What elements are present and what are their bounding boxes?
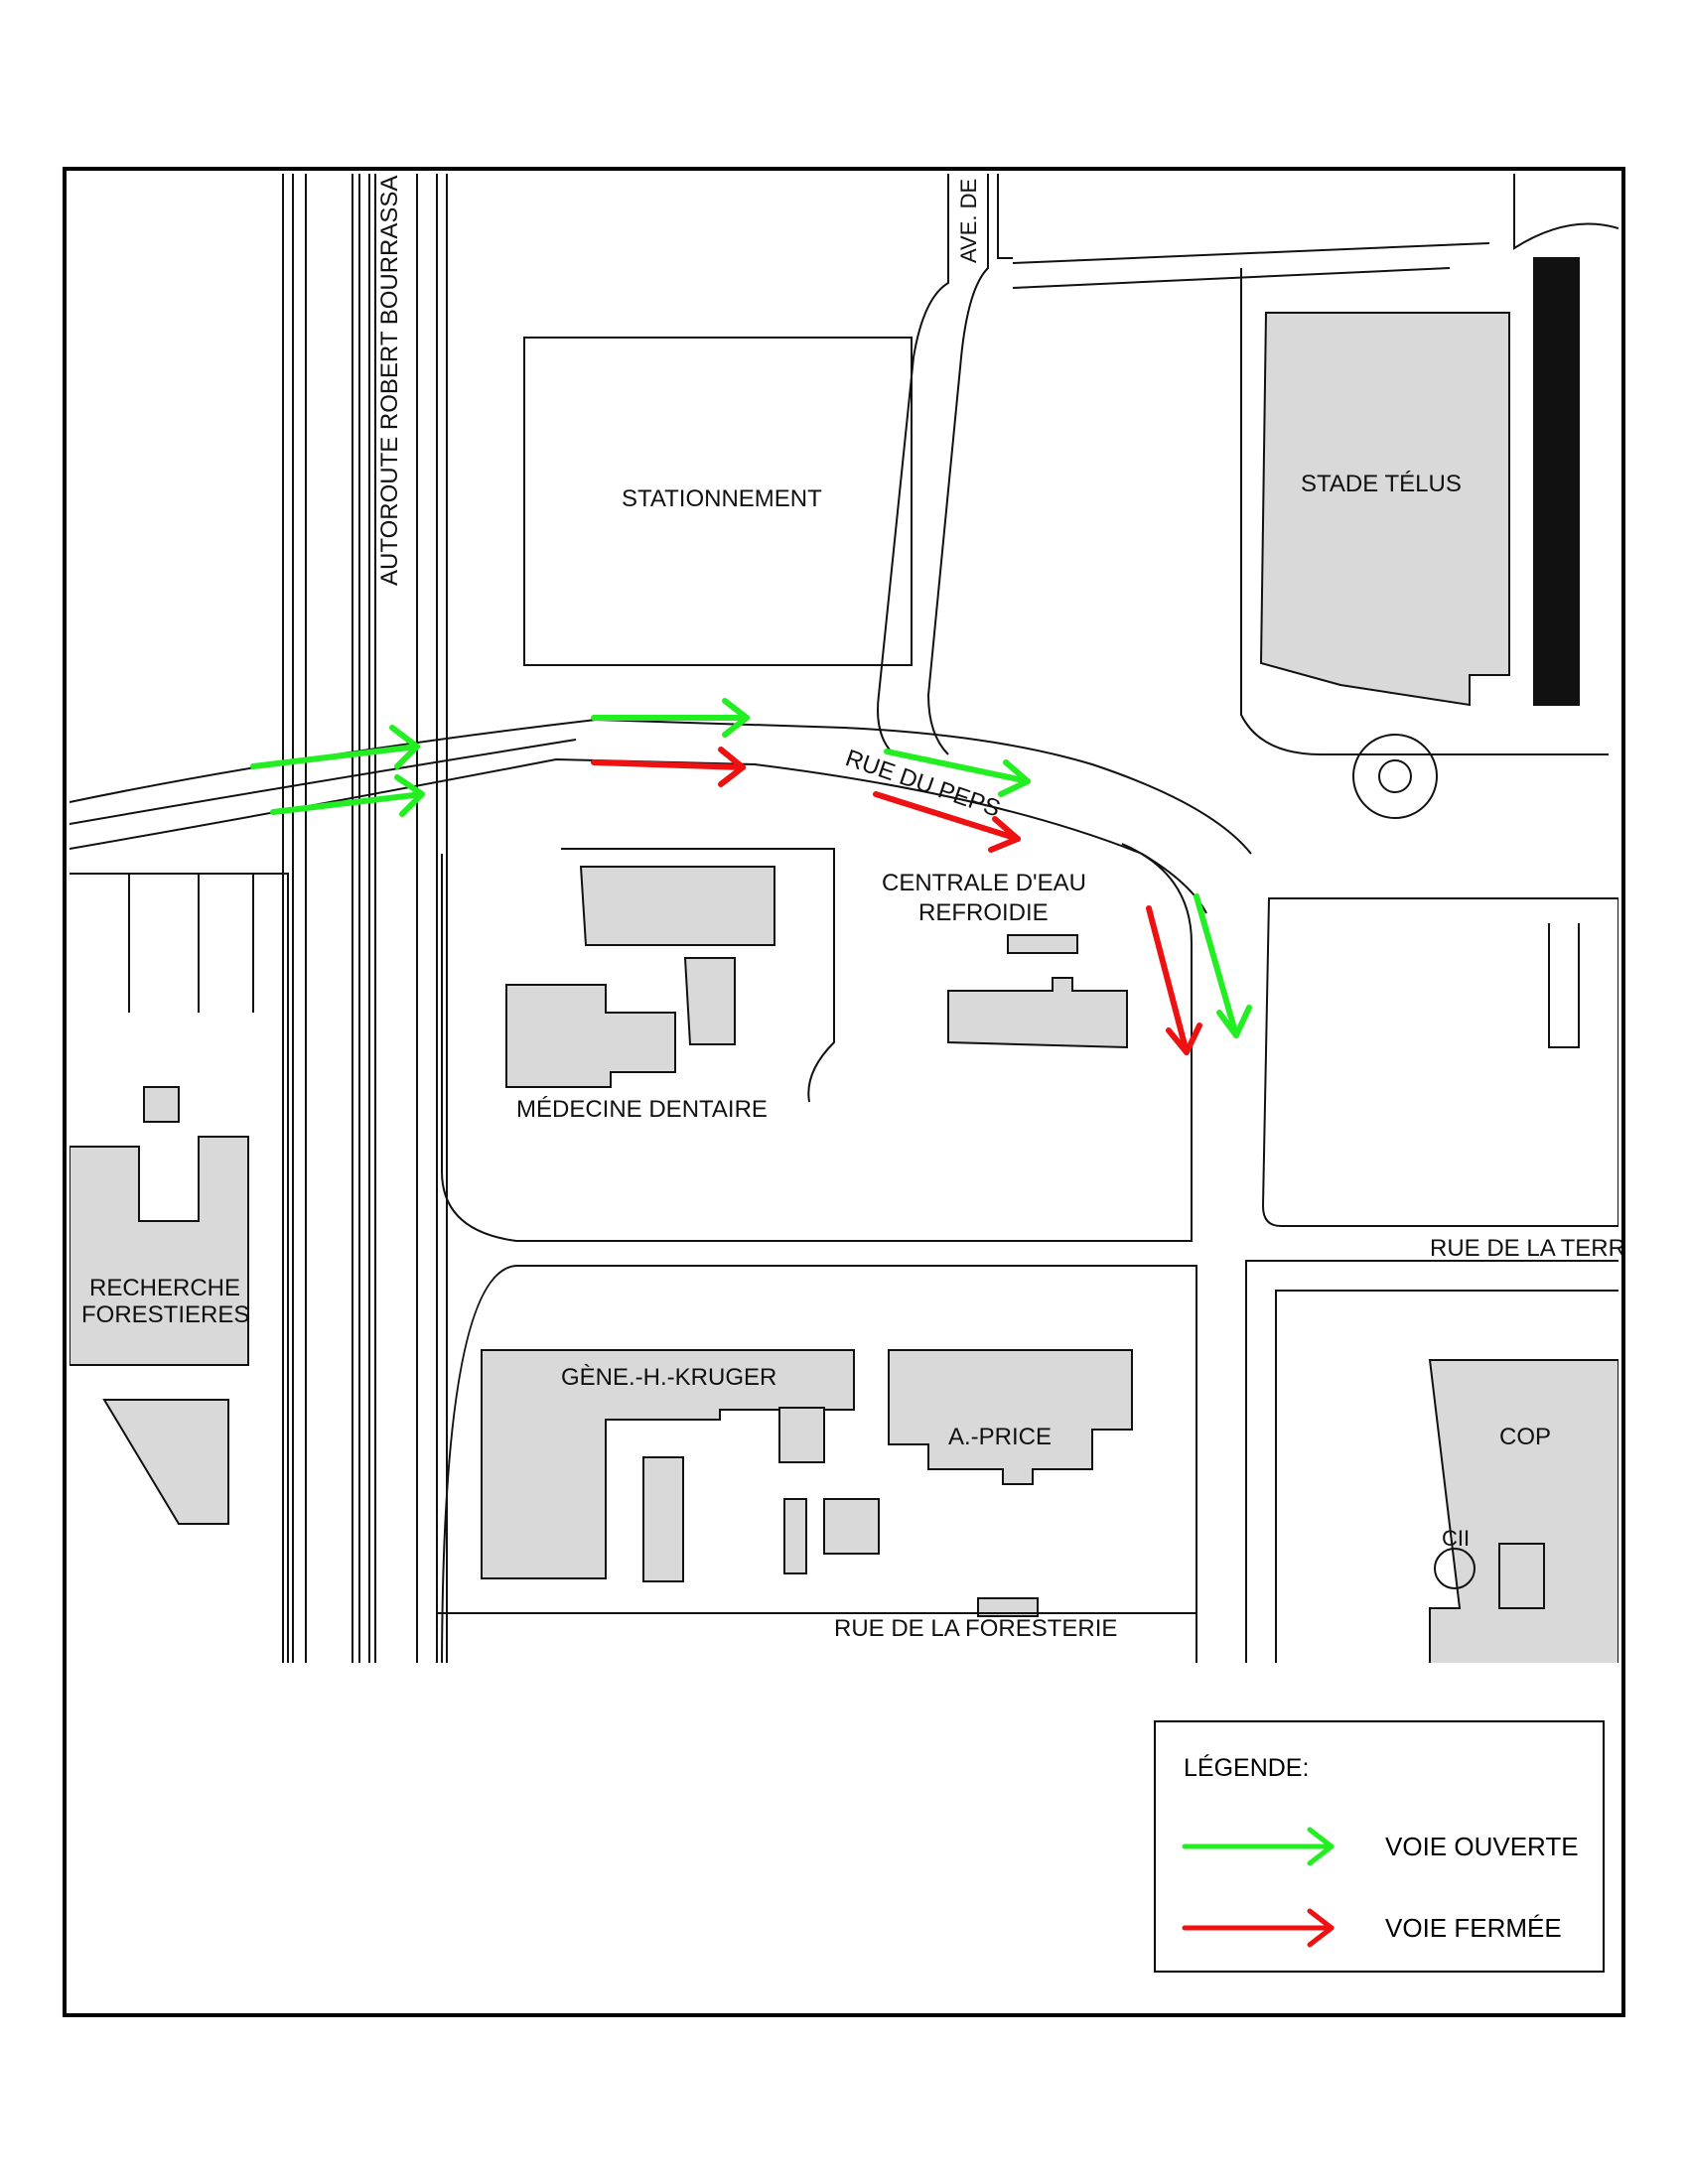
stade-telus	[1240, 174, 1618, 819]
centrale-eau-building	[947, 934, 1128, 1049]
legend: LÉGENDE: VOIE OUVERTE VOIE FERMÉE	[1154, 1720, 1605, 1973]
label-centrale-l1: CENTRALE D'EAU	[882, 870, 1086, 896]
label-medecine: MÉDECINE DENTAIRE	[516, 1096, 768, 1123]
open-lane-arrows	[250, 698, 1252, 1038]
closed-lane-arrows	[591, 747, 1202, 1055]
label-stade: STADE TÉLUS	[1301, 471, 1462, 497]
open-arrow-1	[250, 725, 420, 769]
legend-open-label: VOIE OUVERTE	[1385, 1832, 1579, 1861]
label-kruger: GÈNE.-H.-KRUGER	[561, 1364, 776, 1391]
map-frame	[63, 167, 1625, 2017]
legend-closed-label: VOIE FERMÉE	[1385, 1913, 1562, 1943]
label-rue-terr: RUE DE LA TERR	[1430, 1235, 1625, 1262]
price-building	[888, 1349, 1133, 1485]
label-recherche-l1: RECHERCHE	[89, 1275, 240, 1301]
legend-row-open: VOIE OUVERTE	[1181, 1822, 1598, 1871]
label-cii: CII	[1442, 1526, 1470, 1551]
med-block-outline	[441, 843, 1193, 1242]
avenue-road	[877, 174, 1490, 755]
legend-title: LÉGENDE:	[1184, 1754, 1310, 1782]
closed-arrow-1	[591, 747, 746, 787]
open-arrow-3	[591, 698, 750, 738]
closed-arrow-icon	[1182, 1908, 1335, 1948]
label-centrale-l2: REFROIDIE	[918, 899, 1049, 926]
label-price: A.-PRICE	[948, 1424, 1052, 1450]
label-stationnement: STATIONNEMENT	[622, 485, 822, 512]
kruger-building	[481, 1349, 880, 1582]
label-recherche-l2: FORESTIERES	[81, 1301, 249, 1328]
closed-arrow-3	[1146, 905, 1202, 1055]
open-arrow-4	[884, 749, 1031, 797]
recherche-forestieres-building	[70, 873, 289, 1663]
stationnement-lot	[523, 337, 913, 666]
open-arrow-5	[1194, 893, 1252, 1038]
label-cop: COP	[1499, 1424, 1551, 1450]
label-autoroute: AUTOROUTE ROBERT BOURRASSA	[376, 176, 403, 586]
open-arrow-icon	[1182, 1827, 1335, 1866]
medecine-dentaire-building	[505, 866, 775, 1088]
highway	[282, 174, 448, 1663]
closed-arrow-2	[873, 791, 1021, 853]
right-block	[1261, 897, 1618, 1227]
cop-building	[1428, 1359, 1618, 1663]
legend-row-closed: VOIE FERMÉE	[1181, 1903, 1598, 1953]
label-rue-foresterie: RUE DE LA FORESTERIE	[834, 1615, 1117, 1642]
open-arrow-2	[270, 774, 425, 817]
label-ave: AVE. DE	[956, 179, 981, 263]
